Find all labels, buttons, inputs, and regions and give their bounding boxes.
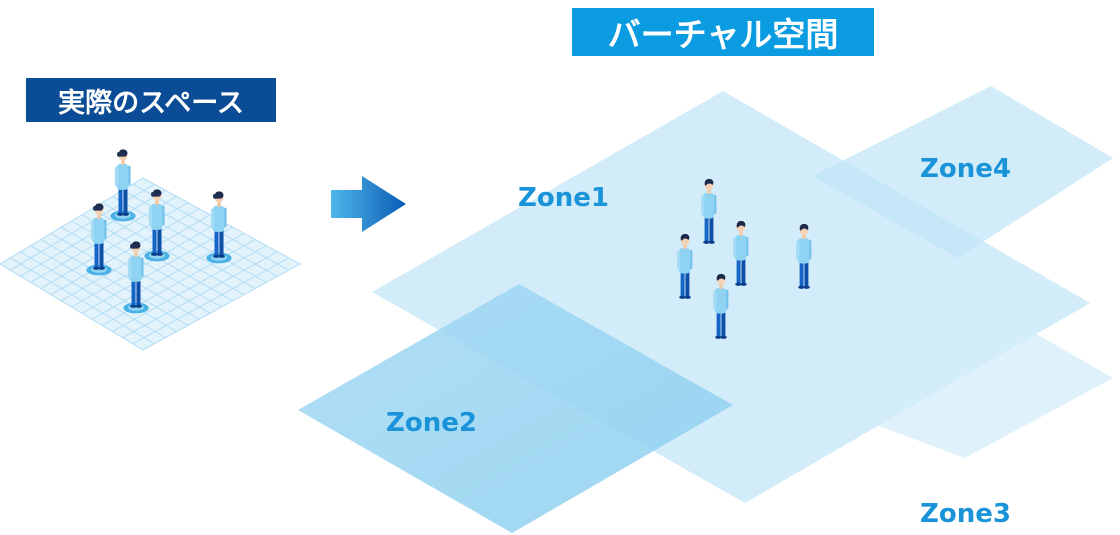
person-vr-headset-icon: [110, 149, 136, 222]
vr-headset-icon: [93, 206, 103, 211]
grid-line: [50, 232, 200, 320]
zone4-label: Zone4: [920, 154, 1011, 184]
vr-headset-icon: [151, 192, 161, 197]
zone4-plane: [812, 86, 1113, 258]
grid-line: [122, 251, 278, 339]
grid-line: [20, 251, 166, 339]
person-vr-headset-icon: [144, 189, 170, 262]
person-vr-headset-icon: [733, 220, 749, 286]
person-vr-headset-icon: [796, 223, 812, 289]
real-space-people: [86, 149, 232, 314]
vr-headset-icon: [117, 152, 127, 157]
person-vr-headset-icon: [713, 273, 729, 339]
grid-line: [132, 257, 290, 345]
grid-line: [81, 226, 233, 314]
grid-line: [40, 238, 189, 326]
virtual-space-label-text: バーチャル空間: [607, 15, 839, 54]
grid-line: [9, 257, 155, 345]
vr-headset-icon: [130, 244, 140, 249]
person-vr-headset-icon: [701, 178, 717, 244]
zone3-plane: [818, 313, 1113, 458]
person-vr-headset-icon: [86, 203, 112, 276]
zone2-label: Zone2: [386, 408, 477, 438]
person-vr-headset-icon: [677, 233, 693, 299]
vr-headset-icon: [213, 194, 223, 199]
virtual-space: [298, 86, 1113, 533]
grid-line: [112, 245, 267, 333]
arrow-right-icon: [331, 176, 406, 232]
virtual-space-people: [677, 178, 812, 339]
grid-line: [30, 245, 177, 333]
zone3-label: Zone3: [920, 499, 1011, 529]
grid-line: [91, 232, 245, 320]
zone2-plane: [298, 284, 733, 533]
zone1-label: Zone1: [518, 183, 609, 213]
person-vr-headset-icon: [206, 191, 232, 264]
virtual-space-label: バーチャル空間: [572, 8, 874, 56]
real-space-label-text: 実際のスペース: [58, 87, 244, 119]
person-vr-headset-icon: [123, 241, 149, 314]
real-space-floor: [0, 177, 302, 351]
real-space-label: 実際のスペース: [26, 78, 276, 122]
